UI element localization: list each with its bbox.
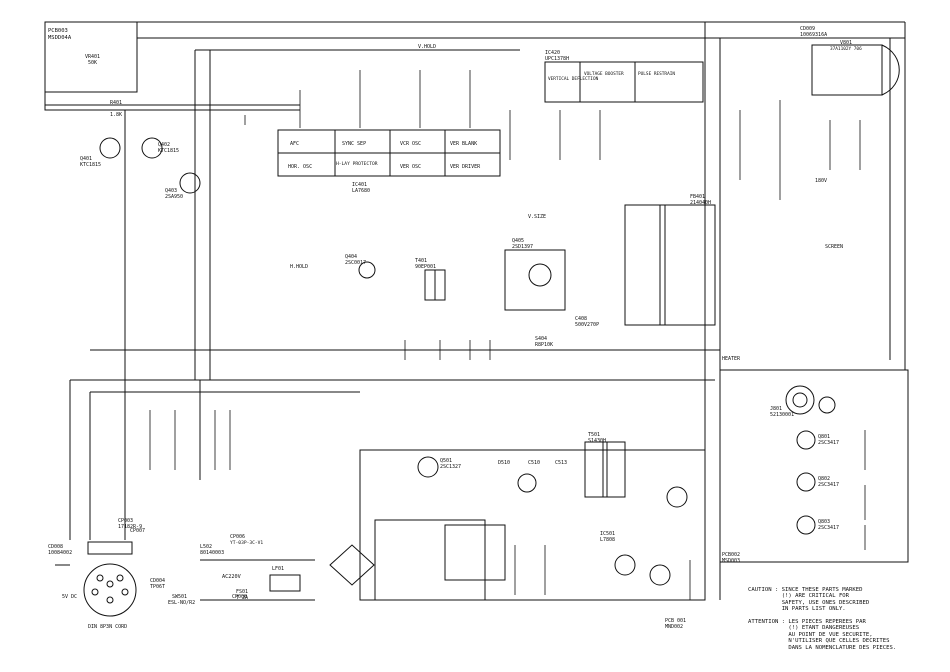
cp008-label: CP008 — [232, 594, 247, 600]
q402-label: Q402 — [158, 142, 170, 148]
r401-value: 1.8K — [110, 112, 122, 118]
c408-part: 500V270P — [575, 322, 599, 328]
cp003-label: CP003 — [118, 518, 133, 524]
q405-label: Q405 — [512, 238, 524, 244]
heater-label: HEATER — [722, 356, 741, 362]
q501-label: Q501 — [440, 458, 452, 464]
pcb-top-ref: PCB003 — [48, 28, 68, 34]
switch-label: SW501 — [172, 594, 187, 600]
s404-part: R8P10K — [535, 342, 553, 348]
pcb-top-name: MSDD04A — [48, 35, 72, 41]
ic401-cell-afc: AFC — [290, 141, 299, 147]
l502-part: 80140003 — [200, 550, 224, 556]
screen-label: SCREEN — [825, 244, 843, 250]
h-hold-label: H.HOLD — [290, 264, 308, 270]
cp007-label: CP007 — [130, 528, 145, 534]
ic401-cell-blank: VER BLANK — [450, 141, 477, 147]
q803-label: Q803 — [818, 519, 830, 525]
ac-label: AC220V — [222, 574, 241, 580]
cd004-part: TP06T — [150, 584, 165, 590]
cd008-label: CD008 — [48, 544, 63, 550]
t501-part: S1430H — [588, 438, 606, 444]
cp003-part: 17182R-9 — [118, 524, 142, 530]
q802-part: 2SC3417 — [818, 482, 839, 488]
t401-label: T401 — [415, 258, 427, 264]
j801-label: J801 — [770, 406, 782, 412]
s404-label: S404 — [535, 336, 547, 342]
vr401-label: VR401 — [85, 54, 100, 60]
fuse-label: FS01 — [236, 589, 248, 595]
t501-label: T501 — [588, 432, 600, 438]
dc-label: 5V DC — [62, 594, 77, 600]
din-label: DIN 8P3N CORD — [88, 624, 127, 630]
ic401-ref: IC401 — [352, 182, 367, 188]
caution-note: CAUTION : SINCE THESE PARTS MARKED (!) A… — [748, 587, 897, 651]
q403-label: Q403 — [165, 188, 177, 194]
ic501-part: L7808 — [600, 537, 615, 543]
ic401-cell-sync: SYNC SEP — [342, 141, 366, 147]
q403-part: 2SA950 — [165, 194, 183, 200]
q801-label: Q801 — [818, 434, 830, 440]
q405-part: 2SD1397 — [512, 244, 533, 250]
pcb-right-name: MSD003 — [722, 558, 740, 564]
v-size-label: V.SIZE — [528, 214, 546, 220]
c513-label: C513 — [555, 460, 567, 466]
ic401-cell-protector: H-LAY PROTECTOR — [336, 161, 378, 167]
lf-label: LF01 — [272, 566, 284, 572]
vr401-value: 50K — [88, 60, 97, 66]
l502-label: L502 — [200, 544, 212, 550]
d510-label: D510 — [498, 460, 510, 466]
ic401-cell-horosc: HOR. OSC — [288, 164, 312, 170]
t401-part: 90EP001 — [415, 264, 436, 270]
q404-part: 2SC0017 — [345, 260, 366, 266]
ic420-cell-booster: VOLTAGE BOOSTER — [584, 71, 624, 77]
pcb-bottom-ref: PCB 001 — [665, 618, 686, 624]
v801-label: V801 — [840, 40, 852, 46]
ic401-cell-verdriver: VER DRIVER — [450, 164, 481, 170]
cd009-label: CD009 — [800, 26, 815, 32]
cp006-label: CP006 — [230, 534, 245, 540]
q401-label: Q401 — [80, 156, 92, 162]
ic420-cell-pulse: PULSE RESTRAIN — [638, 71, 675, 77]
r401-label: R401 — [110, 100, 122, 106]
fuse-value: T 2A — [236, 595, 248, 601]
q402-part: KTC1815 — [158, 148, 179, 154]
pcb-right-ref: PCB002 — [722, 552, 740, 558]
fb401-part: 214040H — [690, 200, 711, 206]
pcb-bottom-name: MND002 — [665, 624, 683, 630]
ic420-part: UPC1378H — [545, 56, 569, 62]
cd009-part: 10069316A — [800, 32, 827, 38]
cd008-part: 10084002 — [48, 550, 72, 556]
q401-part: KTC1815 — [80, 162, 101, 168]
switch-part: ESL-NO/R2 — [168, 600, 195, 606]
ic501-ref: IC501 — [600, 531, 615, 537]
cd004-label: CD004 — [150, 578, 165, 584]
j801-part: 52130001 — [770, 412, 794, 418]
ic420-ref: IC420 — [545, 50, 560, 56]
fb401-ref: FB401 — [690, 194, 705, 200]
ic401-cell-verosc: VER OSC — [400, 164, 421, 170]
ic401-cell-vcr: VCR OSC — [400, 141, 421, 147]
ic420-cell-vdefl: VERTICAL DEFLECTION — [548, 76, 599, 82]
v801-part: 37A1102Y 706 — [830, 46, 862, 52]
b180-label: 180V — [815, 178, 827, 184]
q801-part: 2SC3417 — [818, 440, 839, 446]
c510-label: C510 — [528, 460, 540, 466]
ic401-part: LA7680 — [352, 188, 370, 194]
c408-label: C408 — [575, 316, 587, 322]
q803-part: 2SC3417 — [818, 525, 839, 531]
q802-label: Q802 — [818, 476, 830, 482]
cp006-part: YT-03P-3C-V1 — [230, 540, 263, 546]
q501-part: 2SC1327 — [440, 464, 461, 470]
q404-label: Q404 — [345, 254, 357, 260]
v-hold-label: V.HOLD — [418, 44, 436, 50]
